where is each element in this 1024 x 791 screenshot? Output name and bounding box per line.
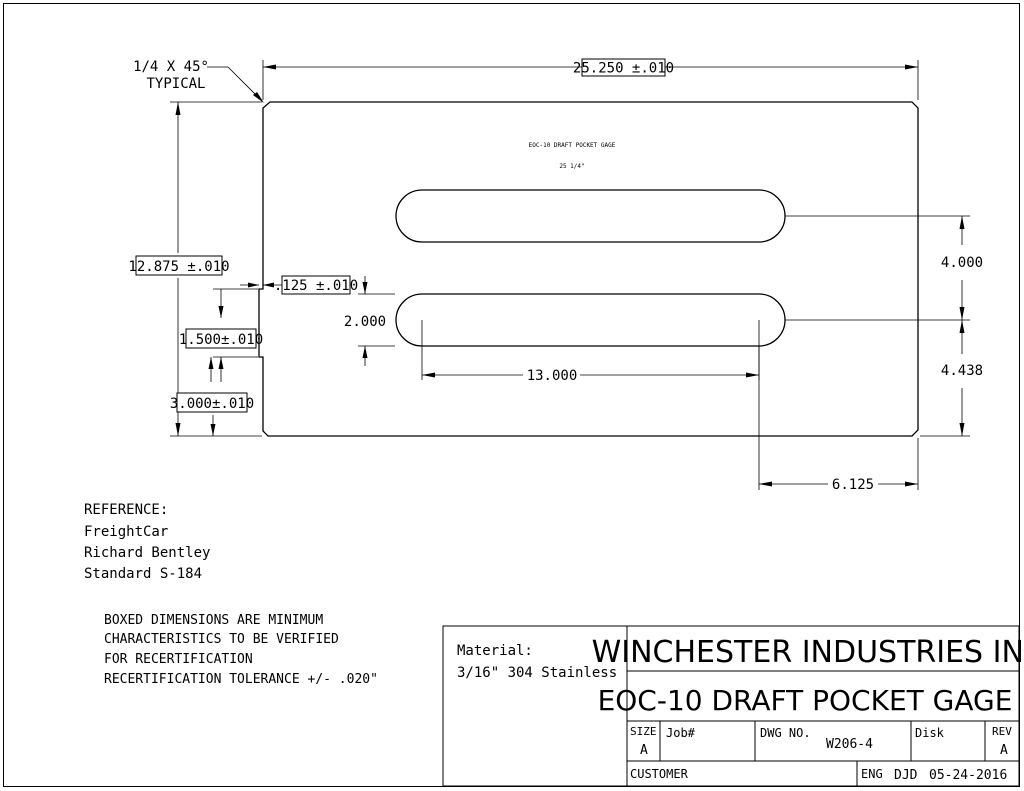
notch-offset-value: 3.000±.010 — [170, 396, 254, 412]
dim-slot-from-right: 6.125 — [758, 346, 919, 493]
slot-spacing-value: 4.000 — [941, 255, 983, 271]
upper-slot — [395, 189, 786, 243]
reference-line: Richard Bentley — [84, 545, 210, 561]
slot-from-bottom-value: 4.438 — [941, 363, 983, 379]
overall-height-value: 12.875 ±.010 — [128, 259, 229, 275]
material-value: 3/16" 304 Stainless — [457, 665, 617, 681]
rev-label: REV — [992, 725, 1012, 738]
rev-value: A — [1000, 743, 1008, 758]
eng-value: DJD — [894, 768, 918, 783]
note-line: FOR RECERTIFICATION — [104, 652, 253, 667]
note-line: BOXED DIMENSIONS ARE MINIMUM — [104, 613, 323, 628]
drawing-title: EOC-10 DRAFT POCKET GAGE — [598, 684, 1013, 717]
slot-width-value: 2.000 — [344, 314, 386, 330]
dim-chamfer: 1/4 X 45° TYPICAL — [133, 59, 264, 103]
disk-label: Disk — [915, 726, 945, 740]
chamfer-line2: TYPICAL — [146, 76, 205, 92]
lower-slot — [395, 293, 786, 347]
part-outline — [258, 101, 919, 437]
eng-label: ENG — [861, 767, 883, 781]
slot-length-value: 13.000 — [527, 368, 578, 384]
drawing-date: 05-24-2016 — [929, 768, 1007, 783]
note-line: CHARACTERISTICS TO BE VERIFIED — [104, 632, 339, 647]
dwg-label: DWG NO. — [760, 726, 811, 740]
reference-line: FreightCar — [84, 524, 168, 540]
reference-block: REFERENCE: FreightCar Richard Bentley St… — [84, 502, 210, 582]
dim-overall-height: 12.875 ±.010 — [128, 101, 262, 437]
dim-notch-depth: .125 ±.010 — [240, 275, 358, 295]
notes-block: BOXED DIMENSIONS ARE MINIMUM CHARACTERIS… — [104, 613, 378, 687]
dwg-value: W206-4 — [826, 737, 873, 752]
dim-slot-width: 2.000 — [344, 276, 395, 366]
title-block: Material: 3/16" 304 Stainless WINCHESTER… — [442, 625, 1024, 787]
slot-from-right-value: 6.125 — [832, 477, 874, 493]
size-label: SIZE — [630, 725, 657, 738]
chamfer-line1: 1/4 X 45° — [133, 59, 209, 75]
customer-label: CUSTOMER — [630, 767, 689, 781]
company-name: WINCHESTER INDUSTRIES INC. — [592, 635, 1024, 670]
dim-slot-length: 13.000 — [421, 320, 760, 384]
note-line: RECERTIFICATION TOLERANCE +/- .020" — [104, 672, 378, 687]
material-label: Material: — [457, 643, 533, 659]
size-value: A — [640, 743, 648, 758]
dim-notch-offset: 3.000±.010 — [170, 357, 254, 436]
reference-line: REFERENCE: — [84, 502, 168, 518]
dim-overall-length: 25.250 ±.010 — [262, 58, 919, 100]
overall-length-value: 25.250 ±.010 — [573, 61, 674, 77]
reference-line: Standard S-184 — [84, 566, 202, 582]
dim-notch-length: 1.500±.010 — [179, 288, 263, 382]
part-marking-line1: EOC-10 DRAFT POCKET GAGE — [529, 142, 616, 149]
dim-slot-vertical: 4.000 4.438 — [785, 215, 983, 437]
part-marking-line2: 25 1/4" — [559, 163, 584, 170]
notch-depth-value: .125 ±.010 — [274, 278, 358, 294]
job-label: Job# — [666, 726, 696, 740]
notch-length-value: 1.500±.010 — [179, 332, 263, 348]
